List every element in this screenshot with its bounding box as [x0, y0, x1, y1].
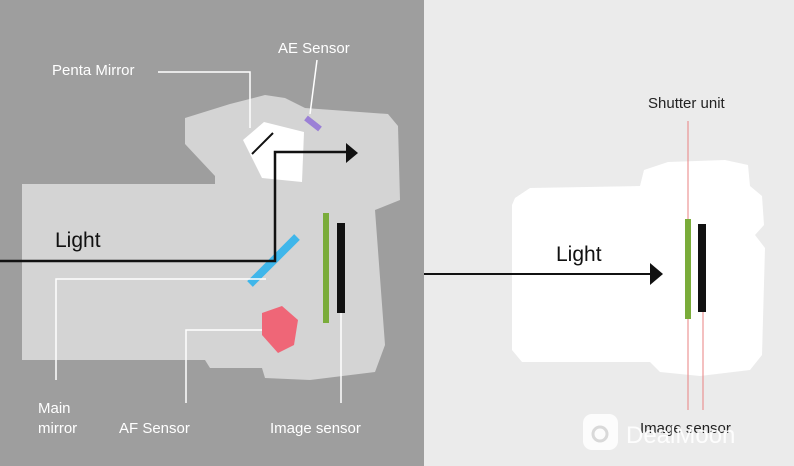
mirrorless-body-silhouette: [512, 160, 765, 376]
penta-mirror: [243, 122, 304, 182]
watermark-text: DealMoon: [626, 422, 735, 449]
af-sensor-leader: [185, 329, 262, 403]
dslr-sensor-filter: [323, 213, 329, 323]
penta-mirror-leader: [158, 71, 251, 128]
dslr-image-sensor: [337, 223, 345, 313]
dslr-panel: Penta Mirror AE Sensor Light Main mirror…: [0, 0, 424, 466]
watermark-logo-dot: [591, 425, 609, 443]
dslr-body-silhouette: [22, 95, 400, 380]
main-mirror-leader: [55, 278, 266, 380]
mirrorless-sensor-filter: [685, 219, 691, 319]
dslr-light-label: Light: [55, 229, 101, 252]
af-sensor: [262, 306, 298, 353]
ae-sensor: [304, 115, 322, 132]
penta-mirror-label: Penta Mirror: [52, 62, 135, 79]
dslr-light-path: [0, 150, 350, 263]
mirrorless-light-arrowhead: [650, 263, 663, 285]
mirrorless-light-label: Light: [556, 243, 602, 266]
dslr-image-sensor-label: Image sensor: [270, 420, 361, 437]
af-sensor-label: AF Sensor: [119, 420, 190, 437]
ae-sensor-leader: [309, 59, 318, 115]
main-mirror-label-line1: Main: [38, 400, 71, 417]
ae-sensor-label: AE Sensor: [278, 40, 350, 57]
mirrorless-panel: Shutter unit Light Image sensor DealMoon: [424, 0, 794, 466]
mirrorless-image-sensor-label: Image sensor: [640, 420, 731, 437]
dslr-light-arrowhead: [346, 143, 358, 163]
dslr-light-reflection: [251, 132, 274, 155]
watermark: DealMoon: [583, 414, 735, 450]
mirrorless-image-sensor: [698, 224, 706, 312]
watermark-logo-icon: [583, 414, 618, 450]
shutter-unit-label: Shutter unit: [648, 95, 726, 112]
main-mirror-label-line2: mirror: [38, 420, 77, 437]
